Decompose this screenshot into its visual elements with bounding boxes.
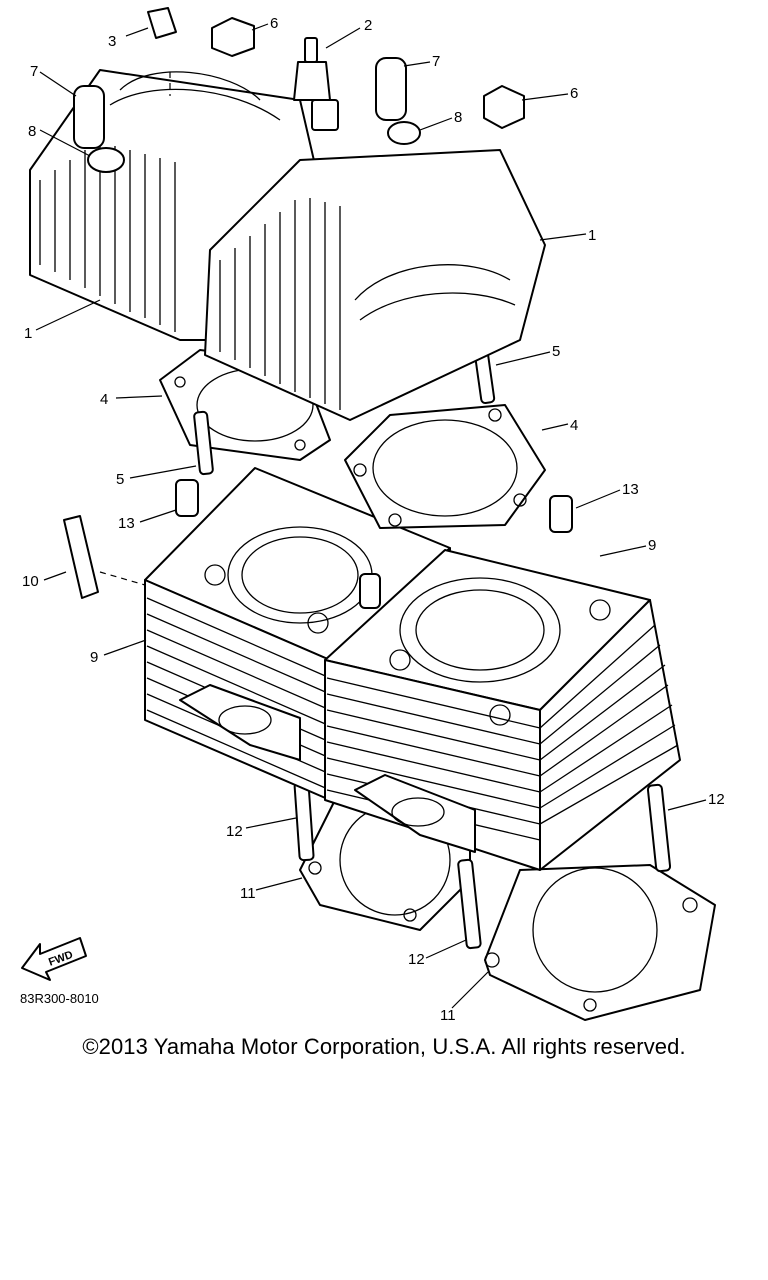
part-label: 12 (708, 791, 725, 808)
base-gasket-right (484, 864, 716, 1021)
part-label: 9 (648, 537, 656, 554)
part-label: 4 (100, 391, 108, 408)
part-label: 11 (440, 1007, 456, 1024)
drawing-code: 83R300-8010 (20, 991, 99, 1006)
part-label: 5 (116, 471, 124, 488)
head-gasket-right (344, 404, 546, 529)
part-label: 13 (622, 481, 639, 498)
part-label: 10 (22, 573, 39, 590)
part-label: 12 (408, 951, 425, 968)
part-label: 11 (240, 885, 256, 902)
part-label: 3 (108, 33, 116, 50)
part-label: 4 (570, 417, 578, 434)
cylinder-head-right (204, 149, 546, 421)
part-label: 8 (454, 109, 462, 126)
part-label: 1 (24, 325, 32, 342)
part-label: 8 (28, 123, 36, 140)
part-label: 12 (226, 823, 243, 840)
stud-bolts-lower (293, 780, 672, 950)
cylinder-right (324, 549, 681, 871)
part-label: 1 (588, 227, 596, 244)
part-label: 7 (432, 53, 440, 70)
part-label: 2 (364, 17, 372, 34)
fwd-arrow-icon: FWD (21, 937, 87, 981)
part-label: 7 (30, 63, 38, 80)
head-hardware (63, 7, 573, 609)
part-label: 13 (118, 515, 135, 532)
part-label: 6 (270, 15, 278, 32)
leader-lines (35, 23, 707, 1009)
copyright-notice: ©2013 Yamaha Motor Corporation, U.S.A. A… (82, 1034, 686, 1059)
part-label: 5 (552, 343, 560, 360)
part-label: 6 (570, 85, 578, 102)
part-labels: 3 6 2 7 7 6 8 8 1 1 5 4 4 5 13 13 9 10 9… (22, 15, 725, 1024)
part-label: 9 (90, 649, 98, 666)
exploded-parts-diagram: 3 6 2 7 7 6 8 8 1 1 5 4 4 5 13 13 9 10 9… (20, 7, 725, 1024)
